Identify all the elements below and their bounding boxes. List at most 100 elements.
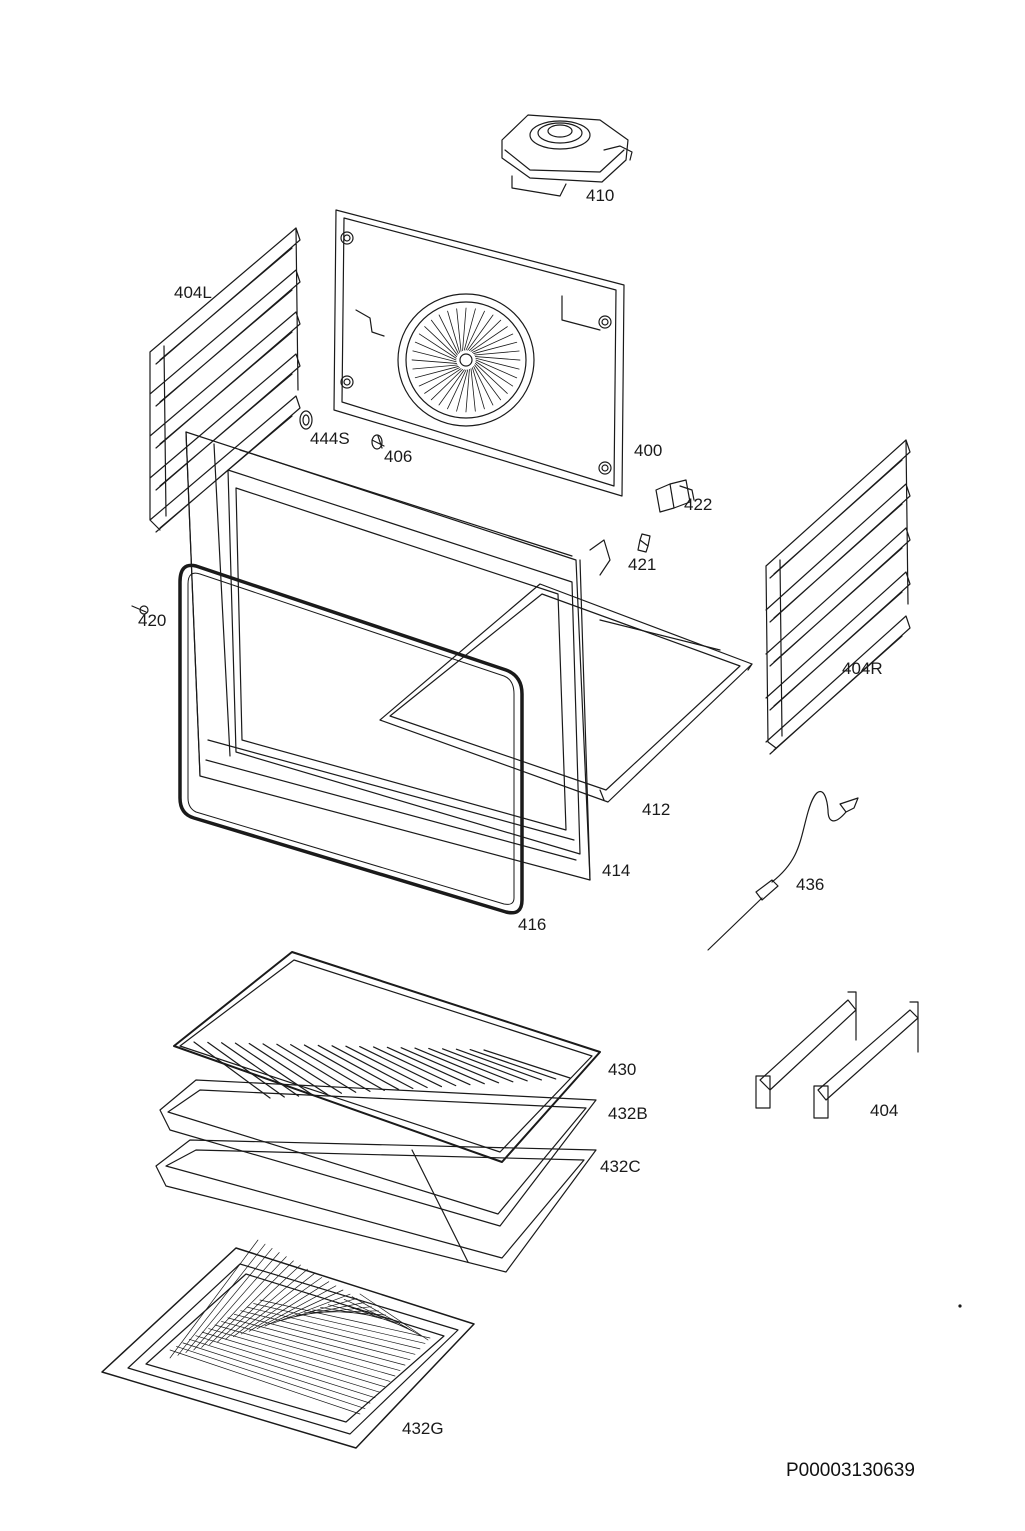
shelf-wire	[345, 1045, 428, 1089]
label-410: 410	[586, 186, 615, 205]
pan-grid-line	[169, 1239, 259, 1359]
label-432B: 432B	[608, 1104, 648, 1123]
fan-blade	[467, 314, 494, 351]
label-406: 406	[384, 447, 413, 466]
fan-blade	[463, 308, 476, 351]
label-414: 414	[602, 861, 631, 880]
pan-grid-line	[232, 1272, 316, 1338]
pan-grid-line	[176, 1346, 366, 1409]
fan-blade	[474, 363, 508, 394]
label-400: 400	[634, 441, 663, 460]
shelf-wire	[414, 1047, 500, 1084]
fan-blade	[430, 368, 463, 401]
pan-grid-line	[185, 1247, 273, 1354]
fan-blade	[474, 350, 520, 356]
label-430: 430	[608, 1060, 637, 1079]
pan-grid-line	[343, 1298, 415, 1333]
shelf-wire	[483, 1049, 571, 1079]
fan-blade	[462, 307, 467, 352]
shelf-wire	[372, 1046, 457, 1087]
pan-grid-line	[233, 1313, 411, 1361]
shelf-wire	[276, 1043, 357, 1093]
shelf-wire	[262, 1043, 343, 1094]
left-shelf-rack-404L	[149, 227, 301, 533]
pan-grid-line	[327, 1304, 401, 1324]
shelf-wire	[331, 1045, 414, 1090]
fan-blade	[469, 319, 502, 352]
pan-grid-line	[177, 1243, 266, 1356]
fan-blade	[475, 359, 518, 379]
pan-grid-line	[312, 1309, 386, 1316]
fan-blade	[470, 368, 476, 412]
fan-blade	[470, 326, 508, 352]
fan-blade	[424, 368, 462, 394]
pan-grid-line	[214, 1324, 396, 1377]
fan-blade	[414, 341, 457, 361]
enamel-tray-432B	[159, 1079, 597, 1227]
shelf-wire	[400, 1047, 485, 1085]
pan-grid-line	[221, 1321, 401, 1371]
fan-blade	[412, 364, 458, 370]
oven-cavity-414	[185, 431, 753, 881]
label-420: 420	[138, 611, 167, 630]
shelf-wire	[428, 1047, 514, 1083]
pan-grid-line	[246, 1306, 421, 1350]
deep-pan-432G	[101, 1239, 475, 1449]
fan-blade	[447, 369, 467, 410]
screw-420	[131, 605, 149, 615]
label-432C: 432C	[600, 1157, 641, 1176]
back-panel-400	[333, 209, 625, 497]
shelf-wire	[290, 1044, 371, 1092]
shelf-wire	[303, 1044, 385, 1091]
fan-blade	[412, 350, 457, 363]
label-432G: 432G	[402, 1419, 444, 1438]
telescopic-runners-404	[755, 991, 919, 1119]
fan-blade	[430, 319, 458, 356]
pan-grid-line	[208, 1328, 391, 1382]
pan-grid-line	[227, 1317, 406, 1366]
fan-blade	[473, 366, 494, 406]
pan-grid-line	[256, 1285, 337, 1330]
label-404L: 404L	[174, 283, 212, 302]
pan-grid-line	[182, 1342, 371, 1404]
label-416: 416	[518, 915, 547, 934]
pan-grid-line	[225, 1268, 308, 1340]
fan-blade	[465, 368, 470, 413]
fan-blade	[472, 367, 485, 410]
door-gasket-416	[178, 563, 524, 915]
pan-grid-line	[253, 1303, 426, 1344]
fan-blade	[414, 366, 459, 379]
pan-grid-line	[259, 1299, 431, 1339]
fan-blade	[424, 326, 458, 357]
shelf-wire	[455, 1048, 543, 1081]
fan-blade	[418, 367, 460, 387]
label-404: 404	[870, 1101, 899, 1120]
fan-motor-410	[501, 114, 633, 197]
fan-blade	[474, 356, 521, 361]
fan-blade	[475, 357, 520, 370]
pan-grid-line	[188, 1338, 376, 1399]
fan-blade	[465, 310, 485, 351]
shelf-wire	[221, 1042, 300, 1097]
pan-grid-line	[296, 1306, 372, 1316]
pan-grid-line	[217, 1264, 301, 1343]
shelf-wire	[386, 1046, 471, 1086]
shelf-wire	[441, 1048, 528, 1082]
shelf-wire	[193, 1041, 271, 1099]
fan-blade	[418, 333, 457, 359]
pan-grid-line	[209, 1260, 294, 1346]
enamel-tray-432C	[155, 1139, 597, 1273]
pan-grid-line	[288, 1302, 365, 1319]
label-436: 436	[796, 875, 825, 894]
fan-blade	[473, 341, 518, 354]
label-421: 421	[628, 555, 657, 574]
shelf-wire	[317, 1044, 400, 1091]
pan-grid-line	[169, 1349, 361, 1415]
label-422: 422	[684, 495, 713, 514]
label-444S: 444S	[310, 429, 350, 448]
fan-blade	[475, 361, 514, 387]
fan-blade	[411, 359, 458, 364]
pan-grid-line	[240, 1277, 323, 1335]
right-shelf-rack-404R	[765, 439, 911, 755]
